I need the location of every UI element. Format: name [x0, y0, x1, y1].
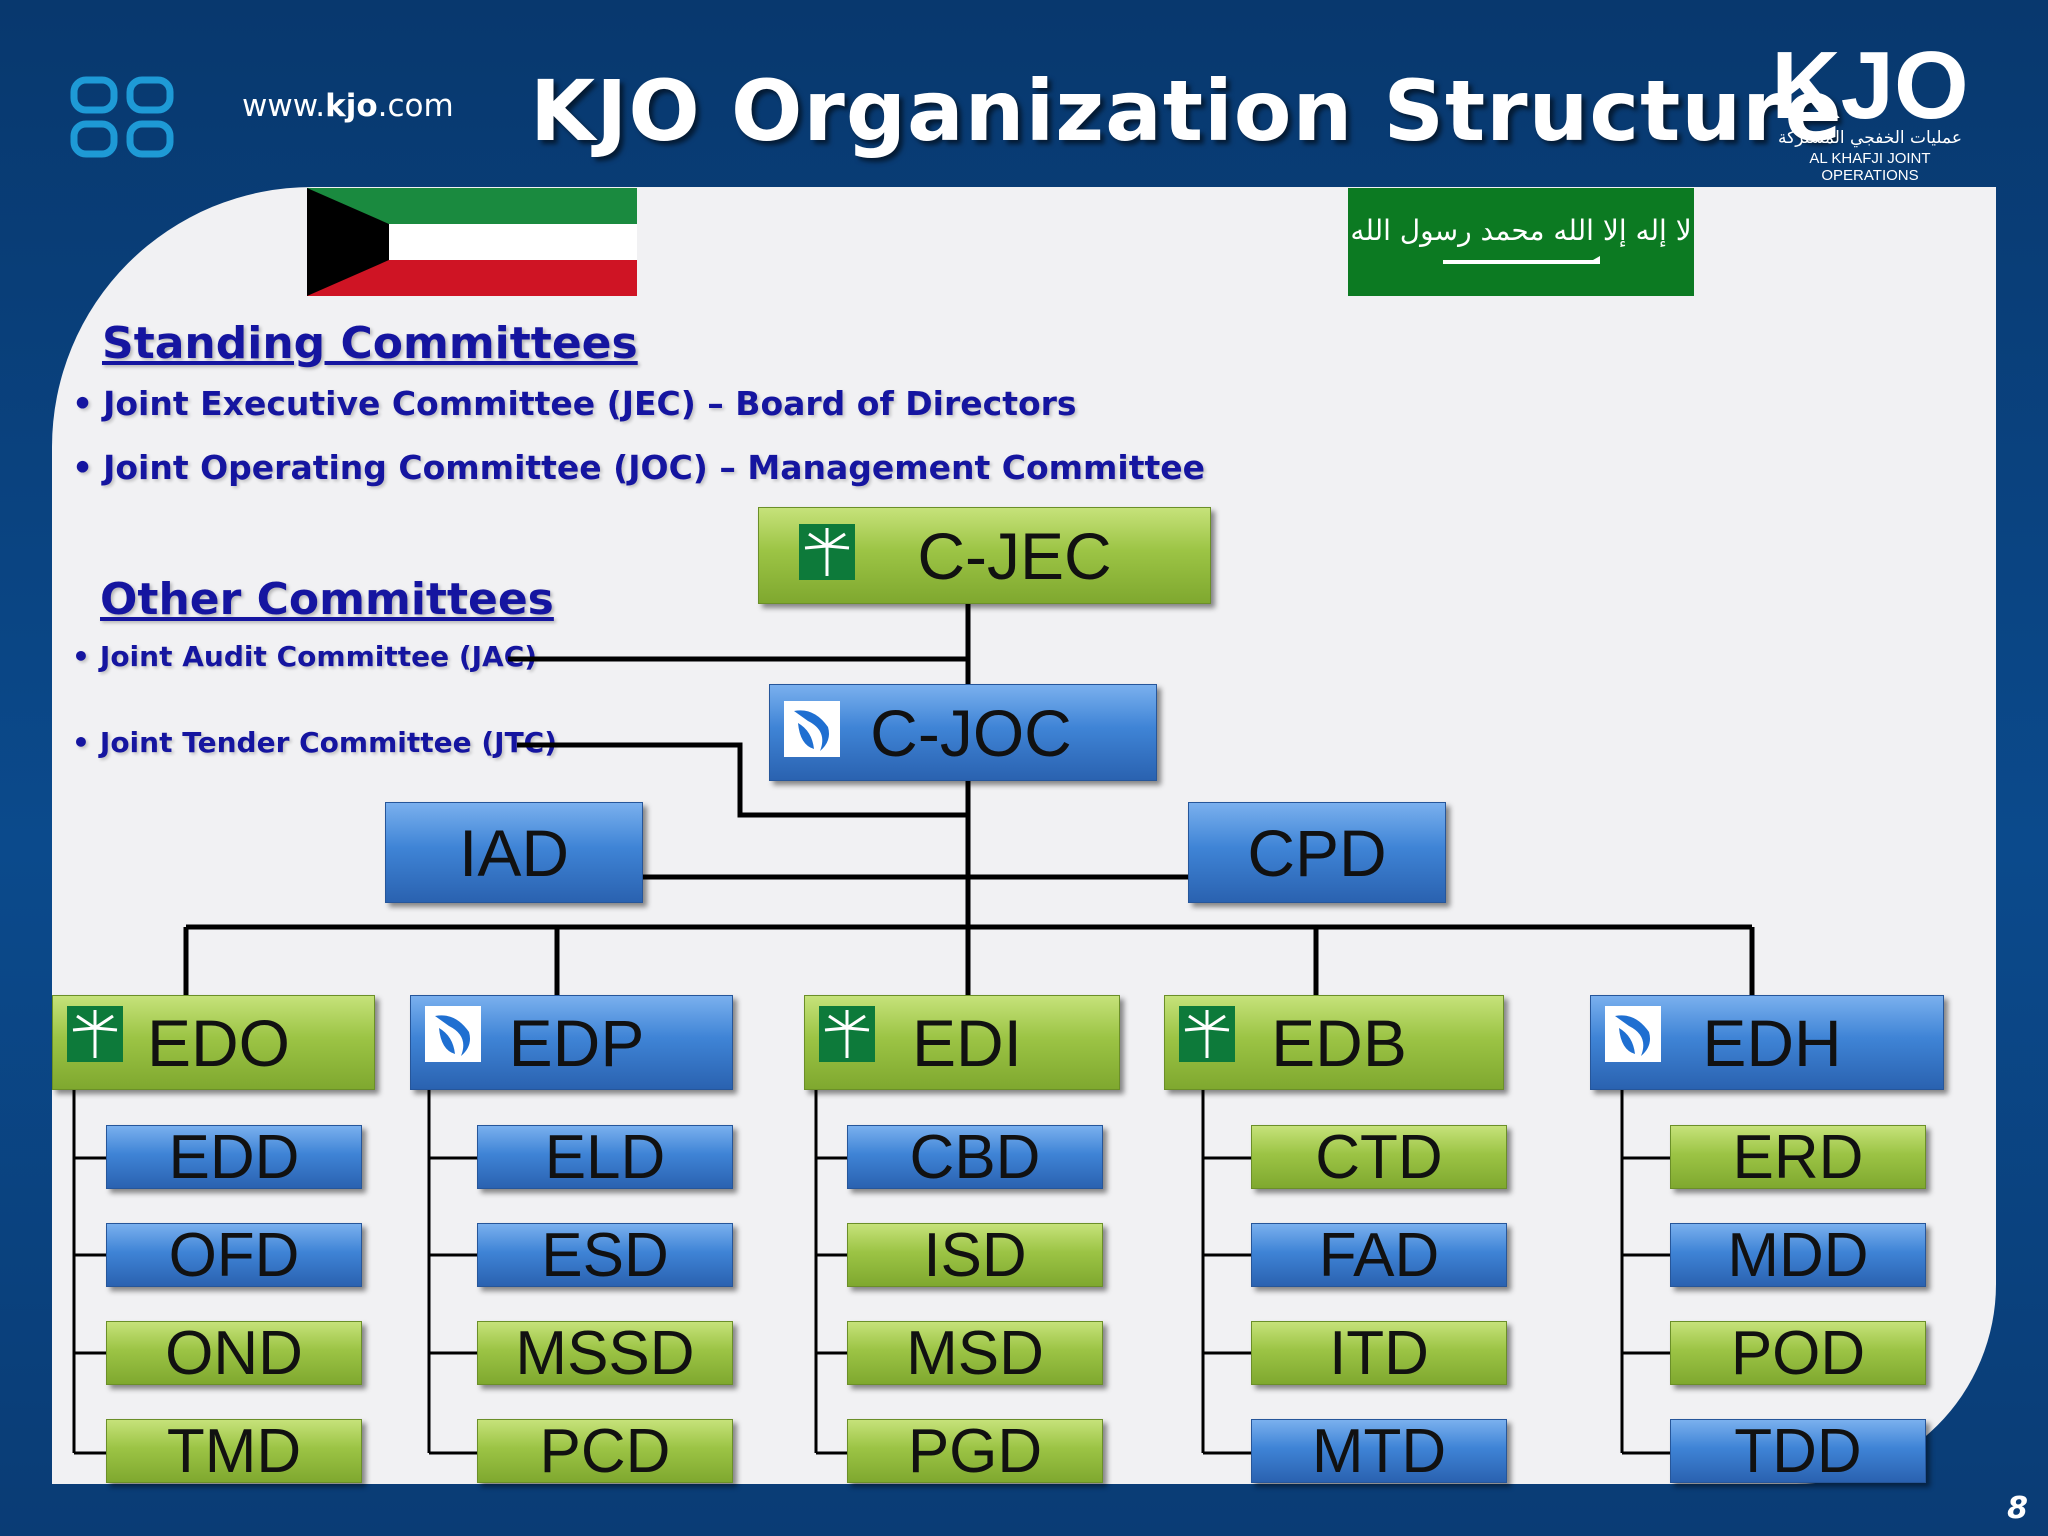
division-edh-box[interactable]: EDH: [1590, 995, 1944, 1090]
unit-label: MDD: [1727, 1220, 1869, 1290]
unit-label: ESD: [541, 1220, 669, 1290]
c-joc-box[interactable]: C-JOC: [769, 684, 1157, 781]
kgoc-emblem-icon: [425, 1006, 481, 1062]
iad-box[interactable]: IAD: [385, 802, 643, 903]
unit-label: MSD: [906, 1318, 1044, 1388]
kjo-logo-text: KJO: [1771, 40, 1968, 139]
unit-box-eld[interactable]: ELD: [477, 1123, 733, 1192]
unit-label: ISD: [923, 1220, 1027, 1290]
kuwait-flag-icon: [307, 188, 637, 296]
cpd-label: CPD: [1247, 815, 1387, 890]
unit-label: MTD: [1311, 1416, 1447, 1486]
unit-box-pod[interactable]: POD: [1670, 1319, 1926, 1388]
division-edp-box[interactable]: EDP: [410, 995, 733, 1090]
unit-box-mtd[interactable]: MTD: [1251, 1417, 1507, 1486]
kgoc-emblem-icon: [1605, 1006, 1661, 1062]
other-committee-item: Joint Tender Committee (JTC): [72, 726, 557, 759]
c-jec-label: C-JEC: [917, 518, 1112, 593]
unit-box-mdd[interactable]: MDD: [1670, 1221, 1926, 1290]
other-committees-heading: Other Committees: [100, 574, 554, 625]
unit-box-ofd[interactable]: OFD: [106, 1221, 362, 1290]
saudi-aramco-palm-icon: [67, 1006, 123, 1062]
saudi-aramco-palm-icon: [1179, 1006, 1235, 1062]
division-label: EDB: [1271, 1005, 1407, 1080]
unit-box-mssd[interactable]: MSSD: [477, 1319, 733, 1388]
division-edi-box[interactable]: EDI: [804, 995, 1120, 1090]
unit-box-ctd[interactable]: CTD: [1251, 1123, 1507, 1192]
unit-box-isd[interactable]: ISD: [847, 1221, 1103, 1290]
division-label: EDH: [1702, 1005, 1842, 1080]
cpd-box[interactable]: CPD: [1188, 802, 1446, 903]
standing-committee-item: Joint Operating Committee (JOC) – Manage…: [72, 448, 1205, 487]
saudi-flag-text: لا إله إلا الله محمد رسول الله: [1350, 214, 1691, 247]
unit-box-erd[interactable]: ERD: [1670, 1123, 1926, 1192]
kjo-logo-arabic: عمليات الخفجي المشتركة: [1778, 128, 1962, 148]
division-label: EDO: [146, 1005, 291, 1080]
unit-box-itd[interactable]: ITD: [1251, 1319, 1507, 1388]
unit-label: PCD: [539, 1416, 671, 1486]
unit-box-tmd[interactable]: TMD: [106, 1417, 362, 1486]
unit-box-esd[interactable]: ESD: [477, 1221, 733, 1290]
division-edb-box[interactable]: EDB: [1164, 995, 1504, 1090]
unit-label: OND: [165, 1318, 303, 1388]
other-committee-item: Joint Audit Committee (JAC): [72, 640, 537, 673]
unit-box-ond[interactable]: OND: [106, 1319, 362, 1388]
saudi-flag-icon: لا إله إلا الله محمد رسول الله: [1348, 188, 1694, 296]
standing-committees-heading: Standing Committees: [102, 318, 638, 369]
unit-label: POD: [1730, 1318, 1866, 1388]
standing-committee-item: Joint Executive Committee (JEC) – Board …: [72, 384, 1076, 423]
unit-label: EDD: [168, 1122, 300, 1192]
saudi-aramco-palm-icon: [819, 1006, 875, 1062]
unit-box-fad[interactable]: FAD: [1251, 1221, 1507, 1290]
saudi-aramco-palm-icon: [799, 524, 855, 580]
unit-label: ITD: [1329, 1318, 1429, 1388]
iad-label: IAD: [458, 815, 570, 890]
unit-label: TMD: [166, 1416, 302, 1486]
unit-label: CTD: [1315, 1122, 1443, 1192]
unit-box-msd[interactable]: MSD: [847, 1319, 1103, 1388]
page-title: KJO Organization Structure: [530, 62, 1843, 160]
division-label: EDP: [508, 1005, 645, 1080]
division-edo-box[interactable]: EDO: [52, 995, 375, 1090]
unit-box-pcd[interactable]: PCD: [477, 1417, 733, 1486]
unit-label: CBD: [909, 1122, 1041, 1192]
unit-box-edd[interactable]: EDD: [106, 1123, 362, 1192]
unit-label: TDD: [1734, 1416, 1862, 1486]
c-jec-box[interactable]: C-JEC: [758, 507, 1211, 604]
kgoc-emblem-icon: [784, 701, 840, 757]
kjo-logo: KJO: [1771, 40, 1968, 139]
unit-box-pgd[interactable]: PGD: [847, 1417, 1103, 1486]
page-number: 8: [2007, 1491, 2028, 1526]
unit-label: FAD: [1318, 1220, 1440, 1290]
kjo-emblem-icon: [70, 76, 174, 158]
unit-label: ELD: [544, 1122, 666, 1192]
c-joc-label: C-JOC: [870, 695, 1072, 770]
unit-label: PGD: [907, 1416, 1043, 1486]
unit-label: OFD: [168, 1220, 300, 1290]
unit-label: ERD: [1732, 1122, 1864, 1192]
website-url[interactable]: www.kjo.com: [242, 88, 454, 124]
unit-label: MSSD: [515, 1318, 695, 1388]
division-label: EDI: [911, 1005, 1023, 1080]
kjo-logo-subtitle: AL KHAFJI JOINT OPERATIONS: [1809, 150, 1931, 184]
unit-box-cbd[interactable]: CBD: [847, 1123, 1103, 1192]
unit-box-tdd[interactable]: TDD: [1670, 1417, 1926, 1486]
